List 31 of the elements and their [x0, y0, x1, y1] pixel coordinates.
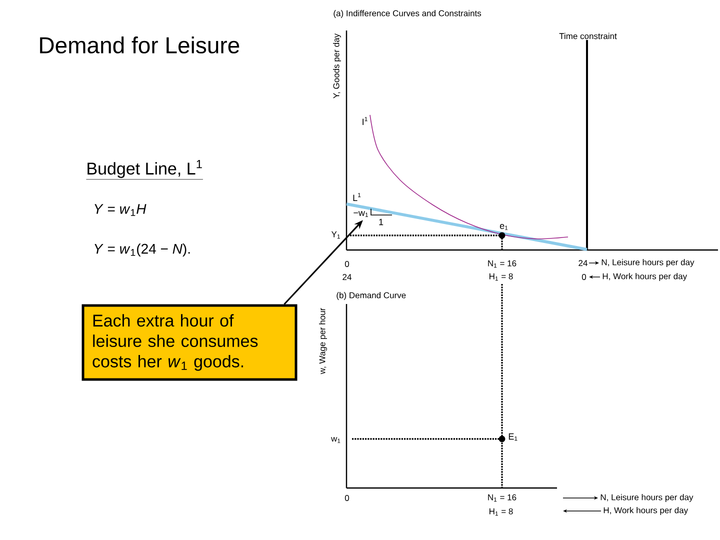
tick-label: Y$_{1}$ — [331, 231, 340, 239]
line-label: Time constraint — [559, 32, 617, 40]
heading: Budget Line, L$^{1}$ — [86, 160, 204, 180]
axis-label: H, Work hours per day — [604, 507, 688, 515]
tick-label: 24 — [342, 274, 352, 280]
axis-label: N, Leisure hours per day — [602, 259, 694, 267]
tick-label: 0 — [344, 260, 350, 267]
panel-title: (a) Indifference Curves and Constraints — [334, 10, 482, 18]
axis-label: H, Work hours per day — [602, 273, 688, 281]
tick-label: w$_{1}$ — [331, 437, 340, 443]
curve-label: L$^{1}$ — [353, 193, 361, 201]
equation: Y = w$_{1}$H — [94, 204, 146, 216]
point-label: e$_{1}$ — [500, 224, 508, 230]
curve-label: I$^{1}$ — [362, 117, 368, 125]
tick-label: N$_{1}$ = 16 — [488, 260, 516, 268]
tick-label: 0 — [582, 274, 586, 280]
tick-label: 0 — [344, 494, 350, 501]
tick-label: N$_{1}$ = 16 — [488, 494, 516, 502]
equation: Y = w$_{1}$(24 − N). — [94, 243, 190, 256]
callout-box: Each extra hour of leisure she consumes costs her w$_{1}$ goods. — [82, 304, 298, 381]
title: Demand for Leisure — [40, 36, 240, 54]
tick-label: H$_{1}$ = 8 — [490, 508, 513, 516]
slope-label: −w$_{1}$ — [354, 211, 368, 217]
point-label: E$_{1}$ — [508, 433, 518, 441]
axis-label: N, Leisure hours per day — [600, 494, 694, 502]
axis-label: Y, Goods per day — [333, 34, 341, 98]
tick-label: 24 — [578, 260, 588, 266]
tick-label: H$_{1}$ = 8 — [490, 273, 513, 281]
axis-label: w, Wage per hour — [319, 308, 327, 374]
slope-label: 1 — [379, 218, 384, 226]
panel-title: (b) Demand Curve — [336, 292, 406, 300]
